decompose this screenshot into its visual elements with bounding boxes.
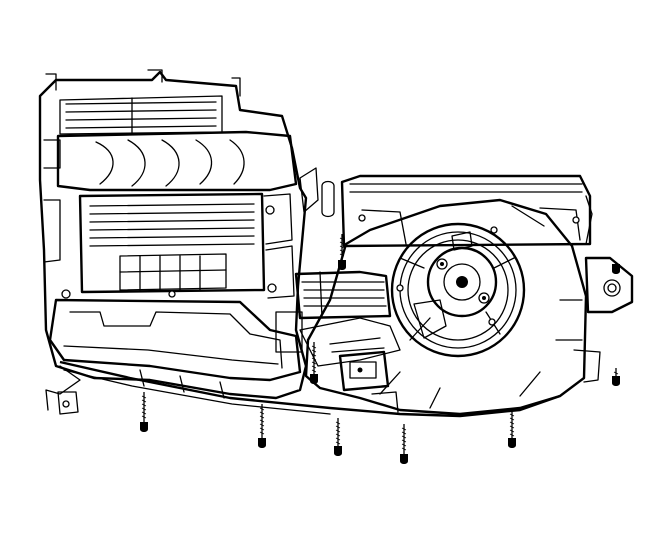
center-duct: [294, 167, 401, 392]
screw-fastener: [310, 342, 318, 384]
screw-fastener: [508, 410, 516, 448]
screw-fasteners: [140, 234, 620, 464]
base-strip: [59, 360, 561, 418]
screw-fastener: [338, 234, 346, 270]
screw-fastener: [140, 392, 148, 432]
screw-fastener: [334, 418, 342, 456]
screw-fastener: [612, 368, 620, 386]
screw-fastener: [258, 404, 266, 448]
screw-fastener: [612, 262, 620, 274]
screw-fastener: [400, 424, 408, 464]
blower-housing: [304, 174, 634, 416]
evaporator-case: [38, 69, 308, 415]
